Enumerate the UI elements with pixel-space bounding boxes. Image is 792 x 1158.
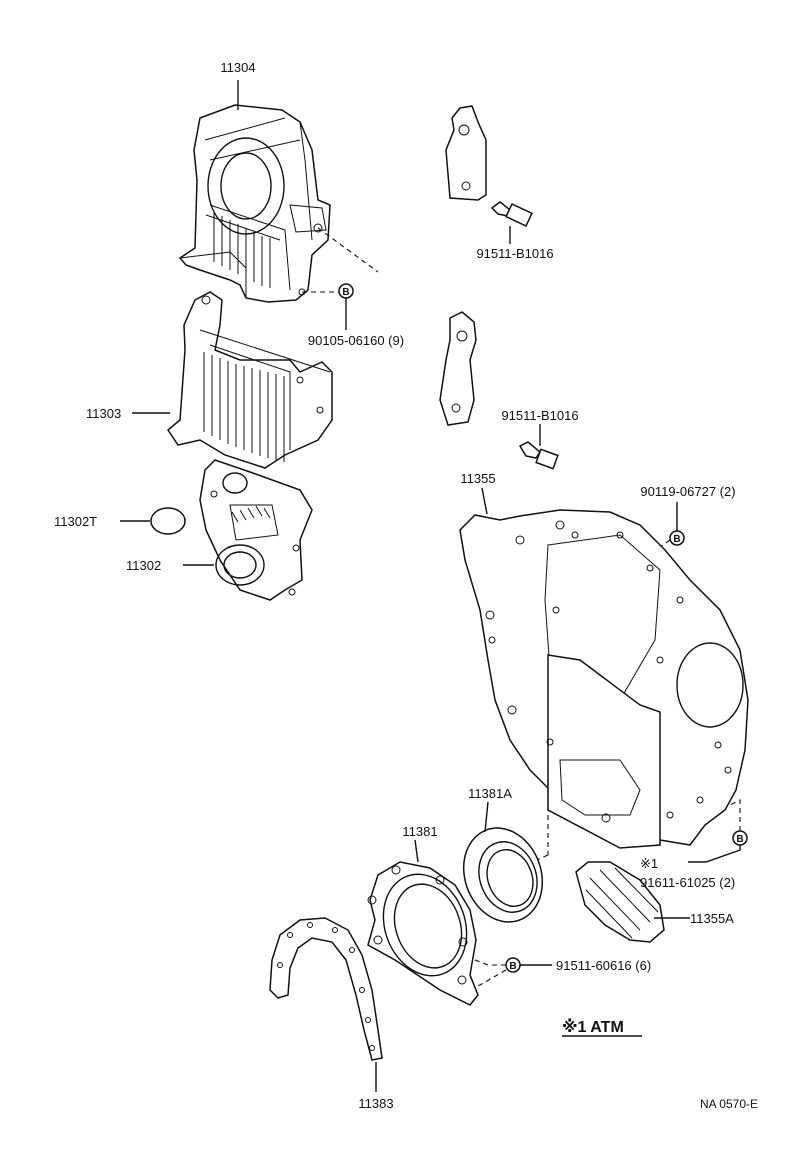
callout-b-screw: B bbox=[732, 830, 748, 846]
label-11355A: 11355A bbox=[690, 911, 734, 926]
label-91511-60616: 91511-60616 (6) bbox=[556, 958, 651, 973]
timing-belt-cover-upper bbox=[178, 104, 331, 303]
bracket-middle bbox=[439, 311, 477, 426]
label-91511-top: 91511-B1016 bbox=[476, 246, 553, 261]
label-11303: 11303 bbox=[86, 406, 121, 421]
label-11302T: 11302T bbox=[54, 514, 97, 529]
callout-b3-text: B bbox=[736, 834, 743, 845]
oil-seal-retainer bbox=[367, 861, 479, 1006]
bolt-upper bbox=[490, 201, 533, 227]
timing-belt-cover-middle bbox=[167, 291, 333, 469]
label-91611: 91611-61025 (2) bbox=[640, 875, 735, 890]
timing-belt-cover-lower bbox=[199, 459, 313, 601]
plug bbox=[150, 507, 186, 535]
end-plate-cover bbox=[575, 861, 665, 943]
label-11355: 11355 bbox=[460, 471, 495, 486]
callout-b-plate: B bbox=[669, 530, 685, 546]
rear-oil-seal bbox=[462, 827, 544, 923]
label-11383: 11383 bbox=[358, 1096, 393, 1111]
label-11304: 11304 bbox=[220, 60, 255, 75]
callout-b4-text: B bbox=[509, 961, 516, 972]
bracket-upper bbox=[445, 105, 487, 201]
callout-b-cover: B bbox=[338, 283, 354, 299]
engine-rear-end-plate bbox=[459, 509, 749, 849]
label-11381A: 11381A bbox=[468, 786, 512, 801]
bolt-middle bbox=[518, 441, 559, 470]
label-star-mark: ※1 bbox=[640, 856, 658, 871]
atm-note: ※1 ATM bbox=[562, 1018, 624, 1036]
callout-b2-text: B bbox=[673, 534, 680, 545]
label-90119: 90119-06727 (2) bbox=[640, 484, 735, 499]
diagram-code: NA 0570-E bbox=[700, 1097, 758, 1111]
oil-seal-retainer-gasket bbox=[269, 917, 383, 1061]
label-11381: 11381 bbox=[402, 824, 437, 839]
callout-b-retainer: B bbox=[505, 957, 521, 973]
callout-b1-text: B bbox=[342, 287, 349, 298]
label-11302: 11302 bbox=[126, 558, 161, 573]
label-90105: 90105-06160 (9) bbox=[308, 333, 404, 348]
label-91511-mid: 91511-B1016 bbox=[501, 408, 578, 423]
